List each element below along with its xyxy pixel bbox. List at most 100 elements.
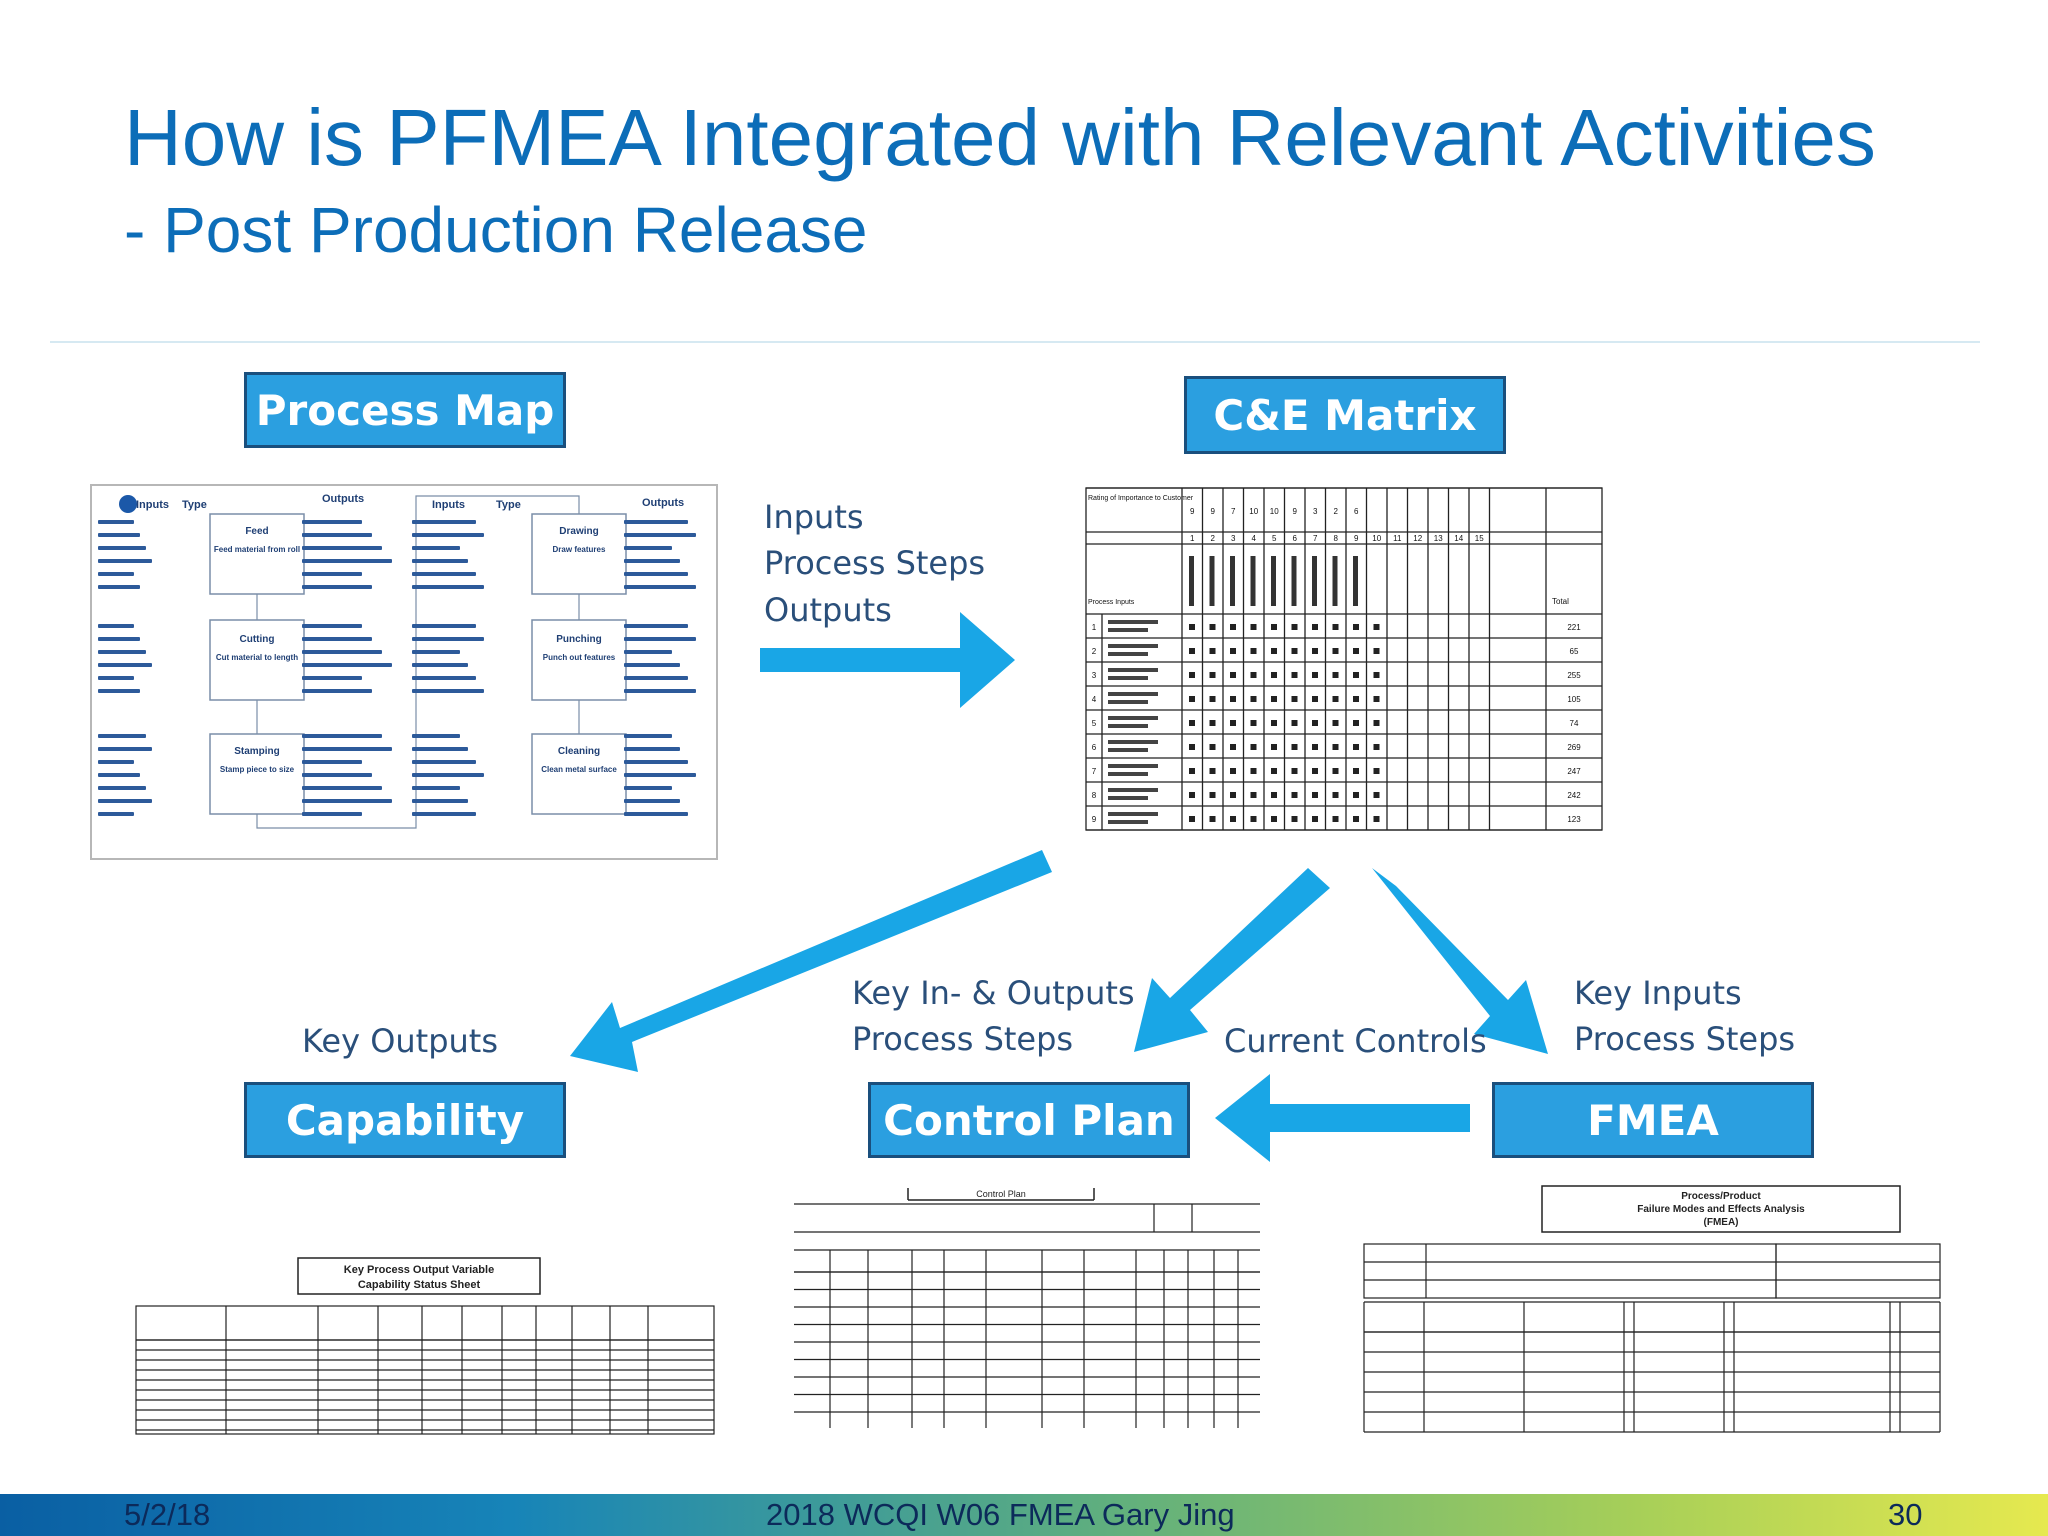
ce-cell-mark — [1271, 768, 1277, 774]
ce-column-number: 11 — [1393, 534, 1402, 543]
pm-text-line — [302, 520, 362, 524]
arrow-pm-to-ce — [760, 612, 1015, 708]
pm-text-line — [302, 650, 382, 654]
ce-corner-label: Rating of Importance to Customer — [1088, 495, 1194, 502]
pm-text-line — [624, 572, 688, 576]
ce-total: 242 — [1567, 791, 1581, 800]
ce-cell-mark — [1271, 816, 1277, 822]
pm-text-line — [98, 689, 140, 693]
capability-title-1: Key Process Output Variable — [344, 1264, 494, 1276]
slide-title: How is PFMEA Integrated with Relevant Ac… — [124, 93, 1876, 182]
footer-bar — [0, 1494, 2048, 1536]
footer-date: 5/2/18 — [124, 1497, 211, 1532]
ce-vertical-header — [1271, 556, 1276, 606]
pm-text-line — [302, 585, 372, 589]
fmea-thumbnail: Process/Product Failure Modes and Effect… — [1363, 1185, 1941, 1433]
ce-cell-mark — [1189, 744, 1195, 750]
pm-step-4-name: Drawing — [559, 526, 598, 537]
ce-input-text — [1108, 652, 1148, 656]
ce-column-number: 12 — [1413, 534, 1422, 543]
ce-cell-mark — [1291, 624, 1298, 630]
pm-text-line — [98, 624, 134, 628]
ce-cell-mark — [1353, 624, 1359, 630]
ce-cell-mark — [1250, 672, 1257, 678]
ce-rating: 9 — [1190, 507, 1195, 516]
pm-text-line — [412, 812, 476, 816]
ce-vertical-header — [1189, 556, 1194, 606]
ce-column-number: 15 — [1475, 534, 1484, 543]
pm-text-line — [412, 760, 476, 764]
ce-total: 269 — [1567, 743, 1581, 752]
ce-input-text — [1108, 628, 1148, 632]
process-map-thumbnail: Inputs Type Outputs Inputs Type Outputs … — [90, 484, 718, 860]
ce-cell-mark — [1373, 648, 1380, 654]
ce-cell-mark — [1373, 720, 1380, 726]
pm-text-line — [624, 747, 680, 751]
ce-cell-mark — [1250, 720, 1257, 726]
ce-total-label: Total — [1552, 597, 1569, 606]
pm-text-line — [98, 559, 152, 563]
pm-text-line — [624, 637, 696, 641]
pm-text-line — [412, 650, 460, 654]
pm-text-line — [624, 546, 672, 550]
ce-input-text — [1108, 700, 1148, 704]
pm-text-line — [624, 676, 688, 680]
ce-cell-mark — [1332, 816, 1339, 822]
ce-input-text — [1108, 676, 1148, 680]
pm-header-outputs-2: Outputs — [642, 497, 684, 509]
ce-input-text — [1108, 644, 1158, 648]
pm-text-line — [302, 624, 362, 628]
footer-page-number: 30 — [1888, 1497, 1923, 1532]
pm-text-line — [412, 585, 484, 589]
ce-total: 255 — [1567, 671, 1581, 680]
ce-column-number: 6 — [1293, 534, 1298, 543]
ce-cell-mark — [1353, 648, 1359, 654]
pm-step-6-name: Cleaning — [558, 746, 600, 757]
ce-input-text — [1108, 668, 1158, 672]
pm-text-line — [624, 799, 680, 803]
label-outputs: Outputs — [764, 590, 892, 629]
ce-input-text — [1108, 620, 1158, 624]
ce-cell-mark — [1353, 816, 1359, 822]
control-plan-label: Control Plan — [883, 1095, 1175, 1145]
ce-cell-mark — [1209, 648, 1216, 654]
pm-text-line — [624, 663, 680, 667]
ce-cell-mark — [1353, 672, 1359, 678]
ce-cell-mark — [1230, 648, 1236, 654]
pm-text-line — [98, 786, 146, 790]
ce-cell-mark — [1353, 768, 1359, 774]
ce-cell-mark — [1332, 792, 1339, 798]
ce-input-text — [1108, 820, 1148, 824]
ce-cell-mark — [1353, 720, 1359, 726]
pm-text-line — [412, 773, 484, 777]
arrow-fmea-to-controlplan — [1215, 1074, 1470, 1162]
ce-rating: 6 — [1354, 507, 1359, 516]
ce-cell-mark — [1230, 816, 1236, 822]
ce-cell-mark — [1271, 720, 1277, 726]
ce-cell-mark — [1189, 696, 1195, 702]
ce-cell-mark — [1189, 816, 1195, 822]
ce-total: 65 — [1570, 647, 1579, 656]
pm-text-line — [624, 585, 696, 589]
fmea-thumb-title-2: Failure Modes and Effects Analysis — [1637, 1204, 1805, 1215]
ce-row-index: 6 — [1092, 743, 1097, 752]
capability-thumbnail: Key Process Output Variable Capability S… — [135, 1257, 715, 1435]
ce-cell-mark — [1230, 744, 1236, 750]
ce-total: 105 — [1567, 695, 1581, 704]
ce-cell-mark — [1373, 624, 1380, 630]
label-key-in-outputs-steps: Process Steps — [852, 1020, 1074, 1059]
pm-text-line — [412, 546, 460, 550]
ce-column-number: 2 — [1211, 534, 1216, 543]
ce-cell-mark — [1353, 696, 1359, 702]
ce-cell-mark — [1332, 720, 1339, 726]
ce-process-inputs-label: Process Inputs — [1088, 599, 1135, 606]
ce-total: 123 — [1567, 815, 1581, 824]
pm-text-line — [624, 773, 696, 777]
pm-text-line — [98, 734, 146, 738]
pm-header-inputs-2: Inputs — [432, 499, 465, 511]
cursor-dot — [119, 495, 137, 513]
pm-text-line — [624, 520, 688, 524]
pm-text-line — [412, 520, 476, 524]
pm-step-2-name: Cutting — [240, 634, 275, 645]
